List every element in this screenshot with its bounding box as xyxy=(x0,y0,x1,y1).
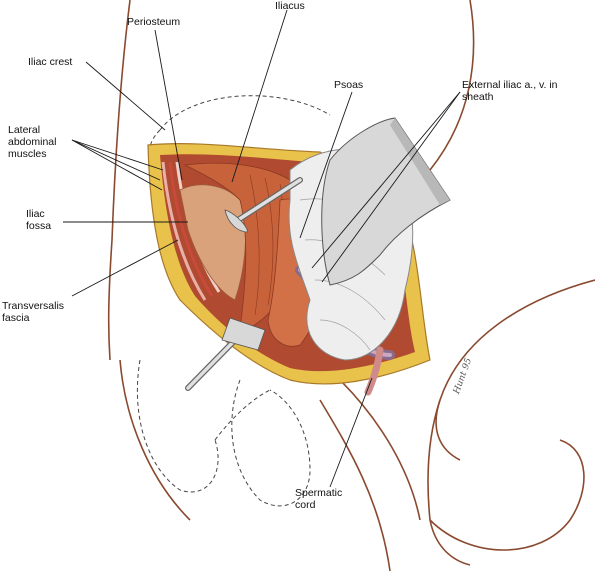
leader-transversalis xyxy=(71,239,179,297)
leader-lateral-3 xyxy=(71,139,163,191)
label-iliacus: Iliacus xyxy=(275,0,305,12)
label-transversalis-fascia: Transversalis fascia xyxy=(2,300,65,324)
leader-psoas xyxy=(299,91,353,239)
leader-iliac-crest xyxy=(85,61,166,131)
label-lateral-abdominal-muscles: Lateral abdominal muscles xyxy=(8,124,57,160)
label-iliac-fossa: Iliac fossa xyxy=(26,208,52,232)
lower-retractor xyxy=(185,317,266,391)
retractor-blade-shade xyxy=(390,118,450,205)
upper-retractor xyxy=(224,177,303,233)
label-external-iliac: External iliac a., v. in sheath xyxy=(462,79,558,103)
leader-external-iliac-1 xyxy=(311,91,461,269)
spermatic-cord-structure xyxy=(364,346,384,396)
body-outline xyxy=(107,0,595,571)
leader-lines xyxy=(63,9,461,488)
leader-periosteum xyxy=(154,29,183,181)
leader-external-iliac-2 xyxy=(321,91,461,283)
iliacus-muscle xyxy=(183,162,296,331)
label-spermatic-cord: Spermatic cord xyxy=(295,487,343,511)
label-iliac-crest: Iliac crest xyxy=(28,56,73,68)
leader-lateral-1 xyxy=(71,139,164,171)
label-psoas: Psoas xyxy=(334,79,364,91)
leader-lateral-2 xyxy=(71,139,161,181)
leader-iliacus xyxy=(231,9,288,183)
label-periosteum: Periosteum xyxy=(127,16,181,28)
leader-spermatic-cord xyxy=(329,377,373,488)
